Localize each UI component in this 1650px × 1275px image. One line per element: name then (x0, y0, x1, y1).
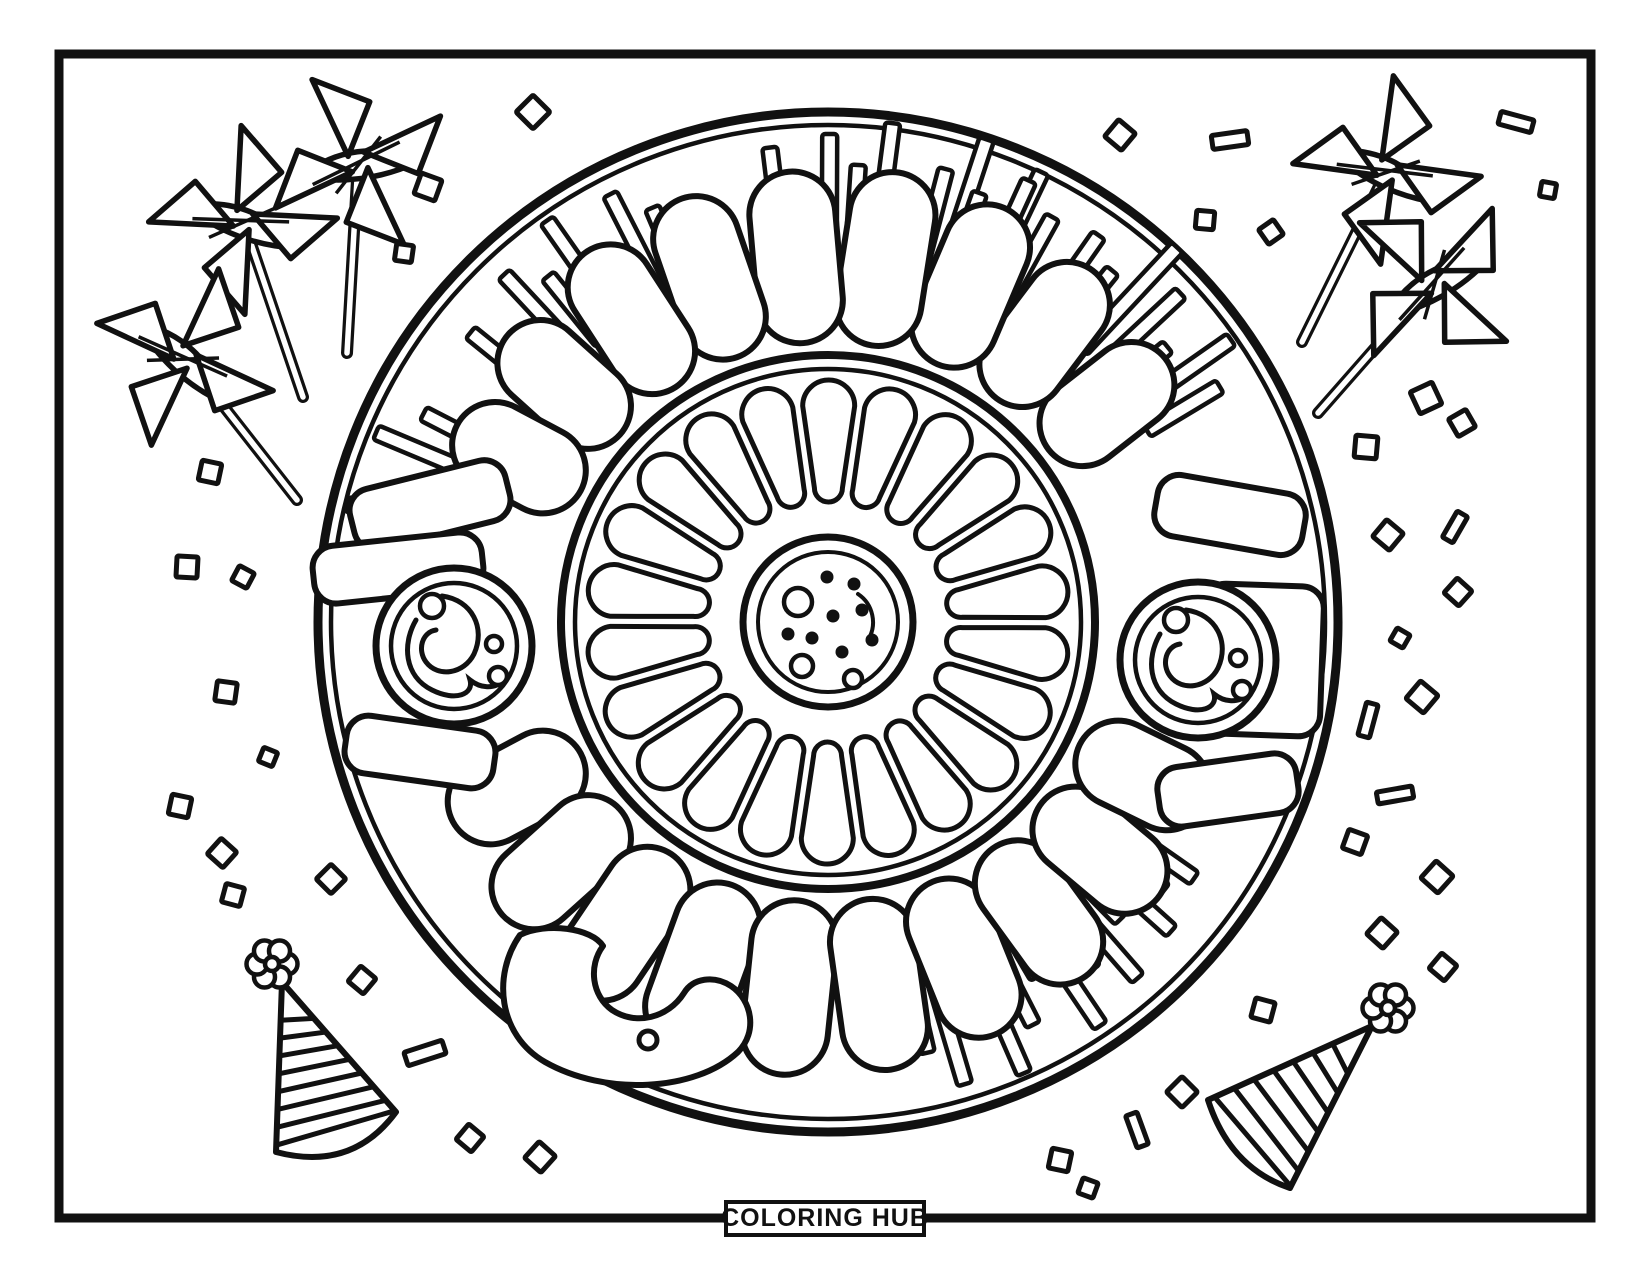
confetti-piece (522, 1139, 558, 1175)
confetti-piece (1403, 678, 1441, 716)
star-burst-icon (1356, 205, 1510, 359)
sparkler-wand (272, 76, 444, 359)
sauce-swirl (1163, 607, 1225, 689)
sparkler-wand (1312, 205, 1510, 419)
confetti-piece (401, 1038, 449, 1068)
footer-label: COLORING HUB (721, 1204, 929, 1232)
confetti-piece (1387, 625, 1413, 651)
star-burst-icon (272, 76, 444, 248)
confetti-piece (1441, 575, 1475, 609)
confetti-piece (1364, 915, 1400, 951)
sauce-swirl (419, 593, 481, 675)
confetti-piece (1192, 207, 1218, 233)
confetti-piece (1164, 1074, 1200, 1110)
confetti-piece (1102, 117, 1138, 153)
confetti-piece (1495, 109, 1537, 135)
hat-pompom-flower (244, 938, 300, 990)
confetti-piece (1123, 1109, 1151, 1151)
confetti-piece (256, 745, 280, 769)
confetti-piece (1418, 858, 1456, 896)
footer: COLORING HUB (721, 1200, 929, 1237)
star-burst-icon (145, 122, 341, 318)
hat-cone (273, 979, 399, 1160)
confetti (165, 93, 1559, 1201)
dip-bowl-right (1116, 578, 1280, 742)
confetti-piece (229, 563, 257, 591)
confetti-piece (314, 862, 348, 896)
confetti-piece (195, 457, 225, 487)
hat-pompom-flower (1360, 982, 1416, 1034)
confetti-piece (514, 93, 552, 131)
party-platter (309, 107, 1343, 1137)
party-hat-left (244, 938, 399, 1160)
dip-bowl-left (372, 564, 536, 728)
confetti-piece (1370, 517, 1406, 553)
confetti-piece (1208, 128, 1252, 152)
confetti-piece (165, 791, 195, 821)
hat-cone (1205, 1023, 1375, 1191)
confetti-piece (1440, 509, 1470, 545)
confetti-piece (1248, 995, 1278, 1025)
curled-snack (500, 925, 754, 1088)
confetti-piece (1340, 827, 1370, 857)
confetti-piece (1373, 783, 1417, 807)
middle-circle-inner (572, 366, 1084, 878)
star-burst-icon (94, 266, 276, 448)
confetti-piece (1446, 407, 1478, 439)
confetti-piece (219, 881, 247, 909)
confetti-piece (392, 241, 416, 265)
confetti-piece (346, 964, 378, 996)
confetti-piece (1408, 380, 1444, 416)
generated-artwork (54, 49, 1596, 1223)
confetti-piece (1045, 1145, 1075, 1175)
confetti-piece (173, 553, 201, 581)
confetti-piece (1537, 179, 1559, 201)
party-hat-right (1205, 982, 1416, 1191)
sparkler-wand (145, 122, 341, 403)
sparkler-wand (94, 266, 303, 506)
confetti-piece (1351, 432, 1381, 462)
confetti-piece (212, 678, 240, 706)
confetti-piece (454, 1122, 486, 1154)
center-dip-bowl (739, 533, 917, 711)
footer-label-box (724, 1200, 926, 1237)
confetti-piece (1355, 699, 1381, 741)
inner-tender-ring (585, 377, 1071, 867)
confetti-piece (411, 170, 445, 204)
curled-snack-dot (636, 1028, 660, 1052)
confetti-piece (1075, 1175, 1101, 1201)
confetti-piece (205, 836, 239, 870)
confetti-piece (1427, 951, 1459, 983)
confetti-piece (1256, 217, 1286, 247)
